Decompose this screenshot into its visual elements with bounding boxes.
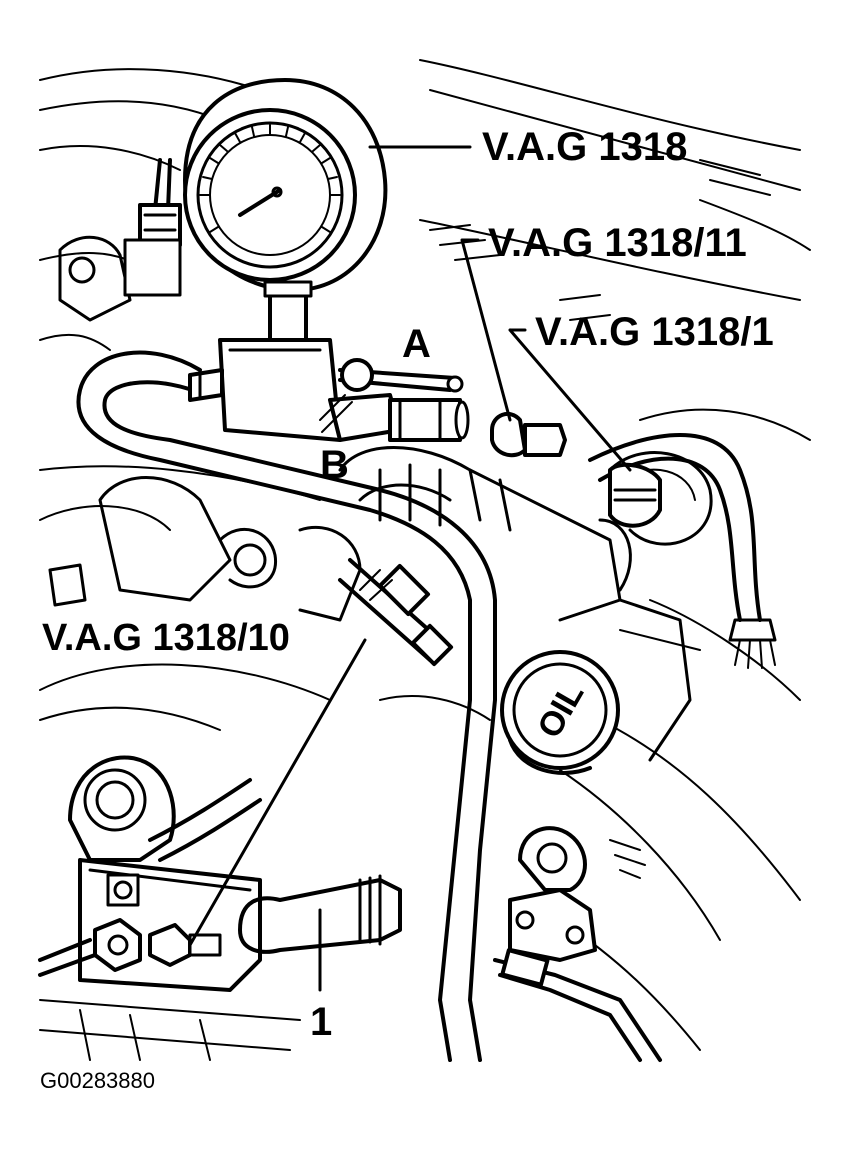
label-valve-a: A [402,322,431,366]
engine-bay-background [39,59,811,1051]
label-valve-b: B [320,443,349,487]
pressure-gauge [183,78,388,352]
label-vag-1318: V.A.G 1318 [482,125,687,169]
figure-id: G00283880 [40,1068,155,1093]
leader-lines [188,145,632,992]
pressure-regulator-fitting [493,826,662,1062]
label-vag-1318-1: V.A.G 1318/1 [535,310,774,354]
fuel-distributor [38,755,402,1061]
label-vag-1318-10: V.A.G 1318/10 [42,617,290,659]
injector-line [338,558,454,667]
adapter-vag-1318-11 [490,411,567,458]
valve-manifold [188,338,470,442]
return-hose-vag-1318-1 [588,433,777,669]
electrical-connector [123,158,182,297]
label-part-1: 1 [310,1000,332,1044]
main-fuel-hose [76,350,497,1062]
label-vag-1318-11: V.A.G 1318/11 [488,221,747,265]
oil-filler-cap: OIL [500,650,620,775]
